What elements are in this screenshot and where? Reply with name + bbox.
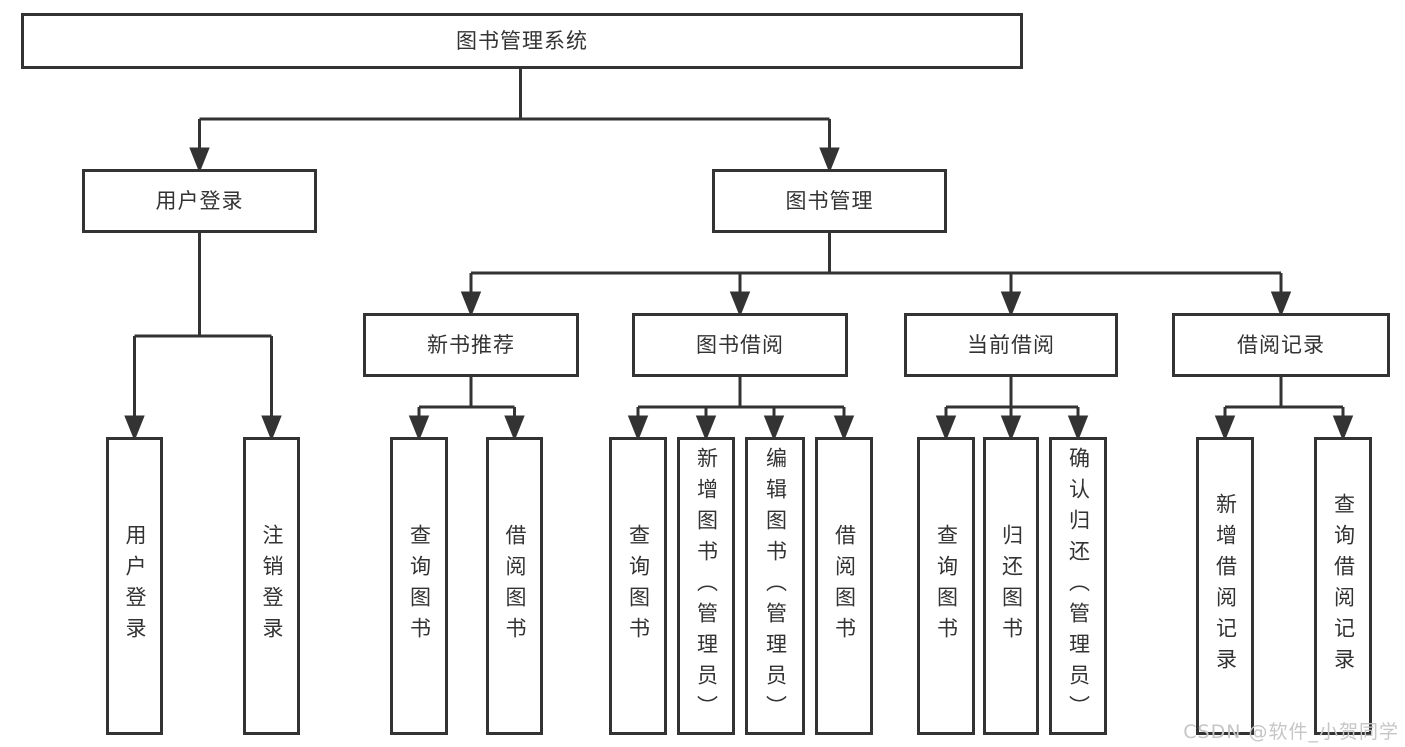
node-book-borrow: 图书借阅 xyxy=(632,313,848,377)
leaf-logout: 注销登录 xyxy=(243,437,300,735)
leaf-bb-query-book: 查询图书 xyxy=(609,437,667,735)
leaf-cb-query-book: 查询图书 xyxy=(917,437,975,735)
edge-currentborrow-to-leaves xyxy=(935,377,1089,442)
leaf-cb-return-book-label: 归还图书 xyxy=(999,524,1024,648)
leaf-cb-return-book: 归还图书 xyxy=(983,437,1039,735)
leaf-logout-label: 注销登录 xyxy=(260,524,284,648)
leaf-br-add-record: 新增借阅记录 xyxy=(1196,437,1254,735)
node-book-management: 图书管理 xyxy=(712,169,947,233)
node-book-borrow-label: 图书借阅 xyxy=(696,332,784,357)
node-borrow-record: 借阅记录 xyxy=(1172,313,1390,377)
node-new-book-recommend: 新书推荐 xyxy=(363,313,579,377)
leaf-br-query-record: 查询借阅记录 xyxy=(1314,437,1372,735)
leaf-bb-edit-book-label: 编辑图书（管理员） xyxy=(763,446,788,726)
watermark: CSDN @软件_小贺同学 xyxy=(1183,721,1399,743)
leaf-br-query-record-label: 查询借阅记录 xyxy=(1331,493,1356,679)
leaf-rec-query-book: 查询图书 xyxy=(390,437,448,735)
leaf-br-add-record-label: 新增借阅记录 xyxy=(1213,493,1238,679)
leaf-rec-query-book-label: 查询图书 xyxy=(407,524,432,648)
leaf-bb-borrow-book: 借阅图书 xyxy=(815,437,873,735)
leaf-cb-confirm-return: 确认归还（管理员） xyxy=(1049,437,1107,735)
leaf-bb-add-book: 新增图书（管理员） xyxy=(677,437,735,735)
leaf-rec-borrow-book: 借阅图书 xyxy=(486,437,543,735)
edge-bookmgmt-to-level3 xyxy=(460,233,1292,318)
edge-borrowrecord-to-leaves xyxy=(1214,377,1354,442)
leaf-bb-borrow-book-label: 借阅图书 xyxy=(832,524,857,648)
edge-root-to-level2 xyxy=(189,69,840,174)
edge-bookborrow-to-leaves xyxy=(627,377,855,442)
node-user-login-label: 用户登录 xyxy=(155,188,244,213)
leaf-bb-query-book-label: 查询图书 xyxy=(626,524,651,648)
leaf-user-login-label: 用户登录 xyxy=(123,524,147,648)
edge-userlogin-to-leaves xyxy=(124,233,282,442)
edge-newbookrec-to-leaves xyxy=(408,377,525,442)
node-user-login: 用户登录 xyxy=(82,169,317,233)
node-root-label: 图书管理系统 xyxy=(456,28,588,53)
leaf-cb-confirm-return-label: 确认归还（管理员） xyxy=(1066,446,1091,726)
leaf-cb-query-book-label: 查询图书 xyxy=(934,524,959,648)
leaf-bb-add-book-label: 新增图书（管理员） xyxy=(694,446,719,726)
leaf-bb-edit-book: 编辑图书（管理员） xyxy=(745,437,805,735)
node-root: 图书管理系统 xyxy=(21,13,1023,69)
leaf-user-login: 用户登录 xyxy=(106,437,163,735)
node-current-borrow: 当前借阅 xyxy=(904,313,1118,377)
node-new-book-recommend-label: 新书推荐 xyxy=(427,332,515,357)
node-book-management-label: 图书管理 xyxy=(785,188,874,213)
node-borrow-record-label: 借阅记录 xyxy=(1237,332,1325,357)
leaf-rec-borrow-book-label: 借阅图书 xyxy=(503,524,527,648)
node-current-borrow-label: 当前借阅 xyxy=(967,332,1055,357)
